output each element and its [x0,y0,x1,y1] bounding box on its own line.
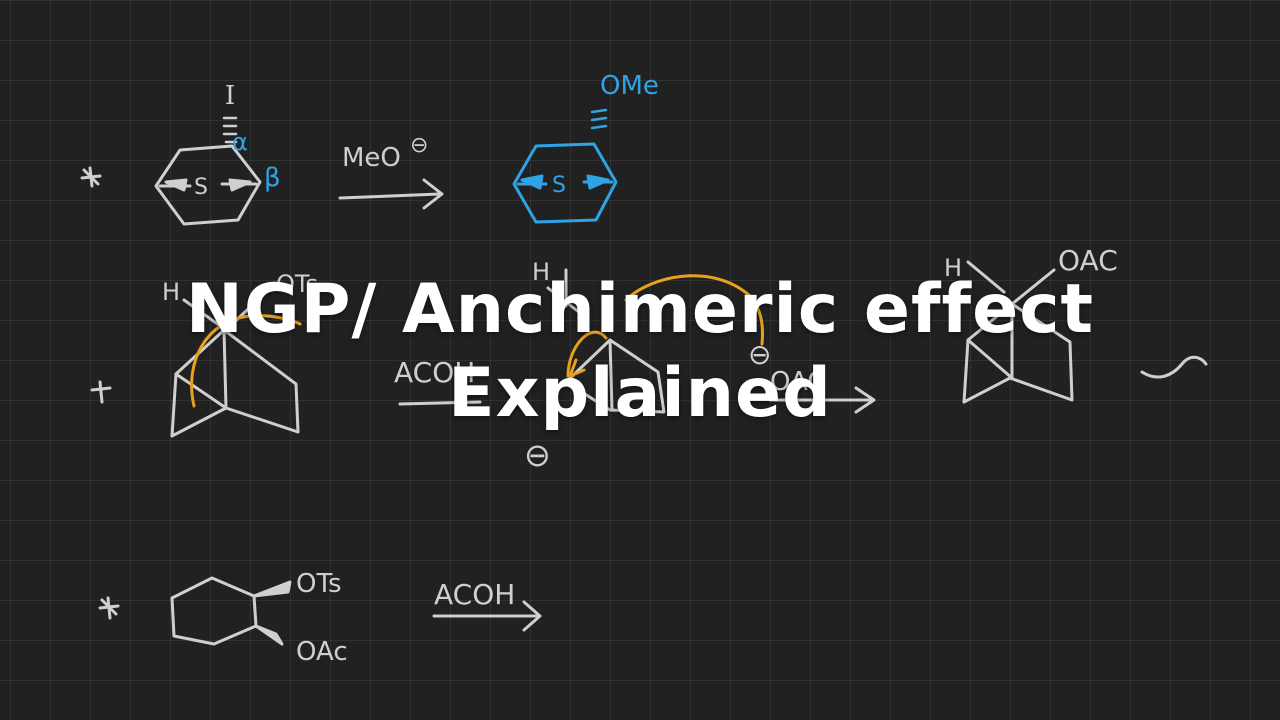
reaction-arrow-3 [768,386,876,414]
reaction-arrow-1 [338,178,444,210]
alpha-label: α [232,128,248,156]
bullet-2 [90,380,112,404]
ots-label-left: OTs [276,270,318,298]
orange-arrowhead-mid [568,358,586,378]
orange-arrow-mid [566,274,764,378]
tilde-squiggle [1140,355,1208,379]
iodo-hash-bond [222,116,238,144]
ome-hash-bond [590,108,608,130]
iodine-label: I [225,81,235,111]
oac-nucleophile-label: OAC [770,367,826,397]
ring-atom-s-2: S [552,173,566,198]
h-label-left: H [162,278,180,306]
title-line-2: Explained [448,354,832,433]
title-line-1: NGP/ Anchimeric effect [185,270,1095,349]
reagent-acoh-3: ACOH [434,578,515,611]
reagent-acoh-2: ACOH [394,356,475,389]
oac-label-3: OAc [296,637,348,667]
orange-arrow-left [190,314,302,408]
charge-low: ⊖ [524,436,551,474]
reagent-meo: MeO [342,143,401,173]
h-label-right: H [944,254,962,282]
ots-label-3: OTs [296,569,342,599]
h-label-mid: H [532,258,550,286]
cyclohexane-ring [170,576,292,646]
bullet-3 [98,596,120,620]
ome-label: OMe [600,71,659,101]
charge-mid: ⊖ [748,338,771,371]
reaction-arrow-2 [398,400,482,406]
video-title: NGP/ Anchimeric effect Explained [0,268,1280,436]
beta-label: β [264,163,281,193]
non-classical-ion [546,268,666,414]
bullet-1 [80,166,102,188]
reactant-bicyclic-ring-1 [154,144,262,226]
oac-product-label: OAC [1058,244,1118,277]
product-bicyclic-ring-1 [512,142,618,224]
norbornyl-acetate [962,260,1074,404]
reaction-arrow-4 [432,600,542,632]
ring-atom-s-1: S [194,175,208,200]
reagent-charge-1: ⊖ [410,133,428,158]
